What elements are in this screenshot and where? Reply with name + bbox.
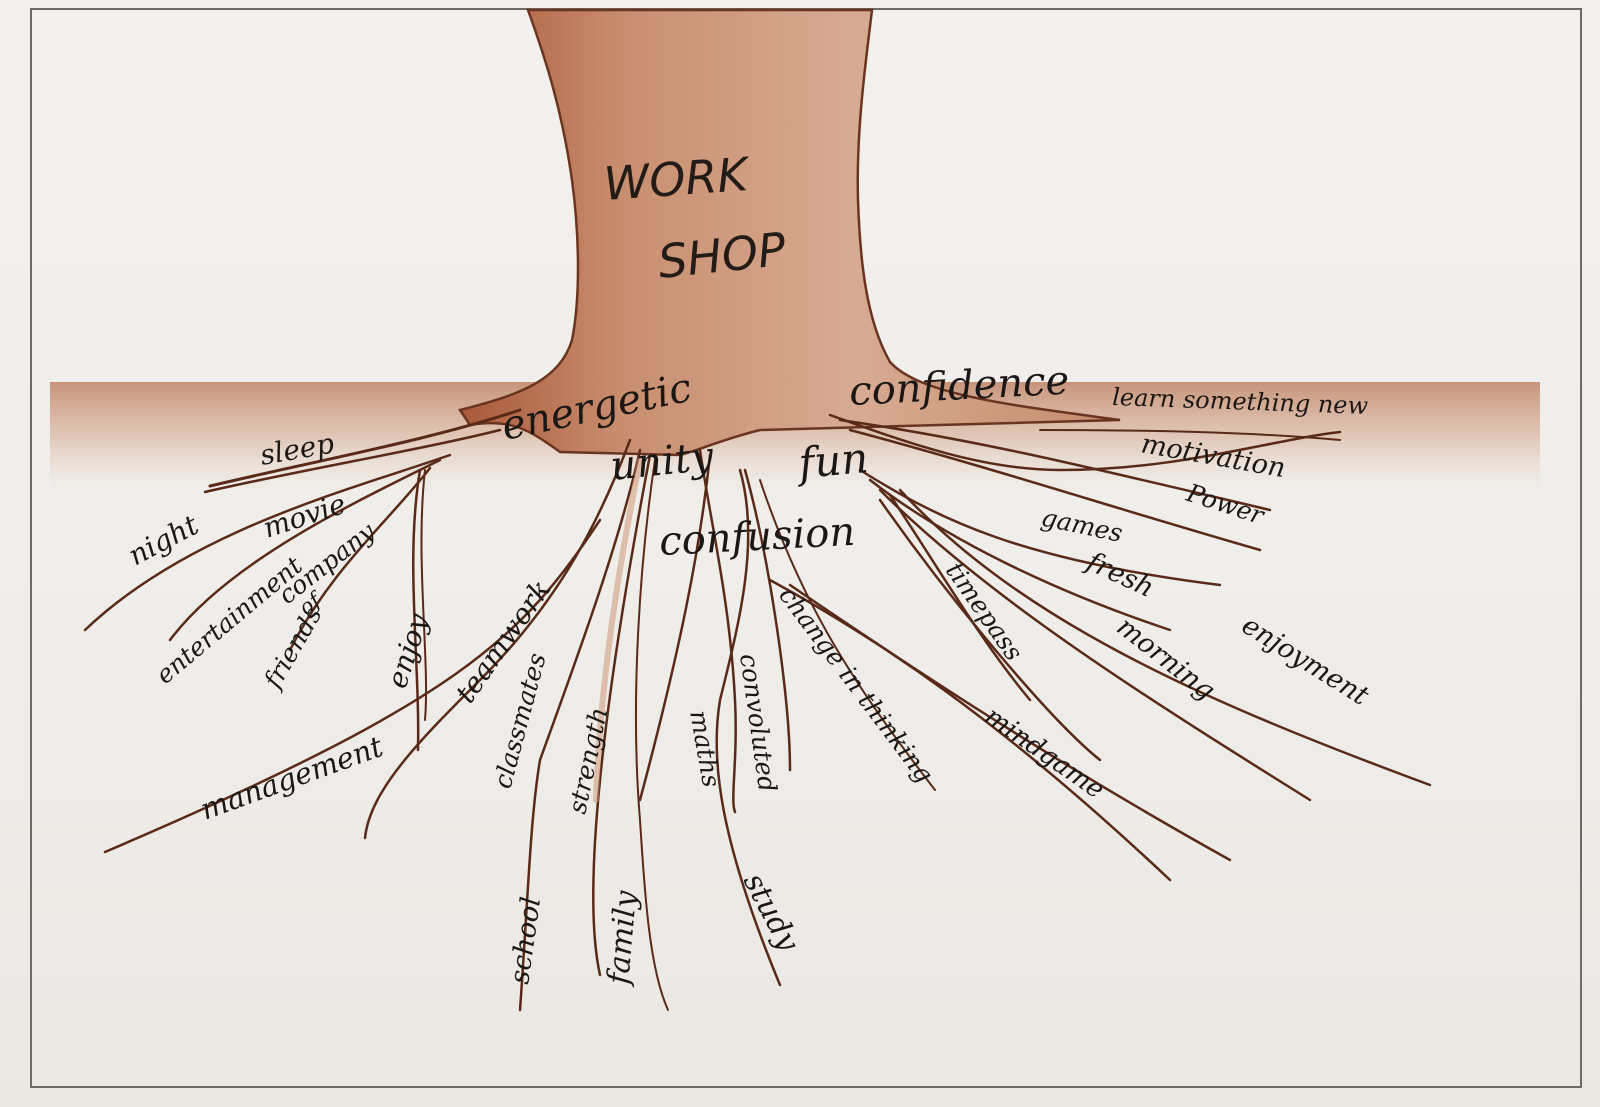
word-enjoyment: enjoyment — [1236, 610, 1374, 712]
word-convoluted: convoluted — [734, 652, 782, 794]
word-study: study — [736, 867, 806, 958]
word-strength: strength — [563, 705, 614, 817]
word-friends: friends — [257, 601, 328, 694]
word-change-in-thinking: change in thinking — [773, 581, 939, 788]
word-fun: fun — [794, 433, 871, 488]
title-line-2: SHOP — [656, 222, 789, 289]
roots-left — [83, 408, 669, 1012]
word-school: school — [504, 895, 547, 986]
word-enjoy: enjoy — [380, 609, 435, 693]
roots-middle — [638, 448, 1232, 987]
title-line-1: WORK — [602, 147, 753, 211]
word-family: family — [601, 888, 644, 987]
word-timepass: timepass — [940, 557, 1029, 666]
word-unity: unity — [608, 433, 717, 490]
word-maths: maths — [684, 708, 726, 789]
word-movie: movie — [259, 487, 350, 545]
roots-right — [828, 413, 1432, 802]
word-fresh: fresh — [1080, 545, 1158, 604]
trunk — [457, 8, 1121, 457]
word-games: games — [1039, 503, 1125, 548]
word-confusion: confusion — [658, 509, 856, 565]
word-morning: morning — [1111, 611, 1221, 707]
word-management: management — [196, 729, 388, 827]
word-night: night — [123, 508, 205, 572]
